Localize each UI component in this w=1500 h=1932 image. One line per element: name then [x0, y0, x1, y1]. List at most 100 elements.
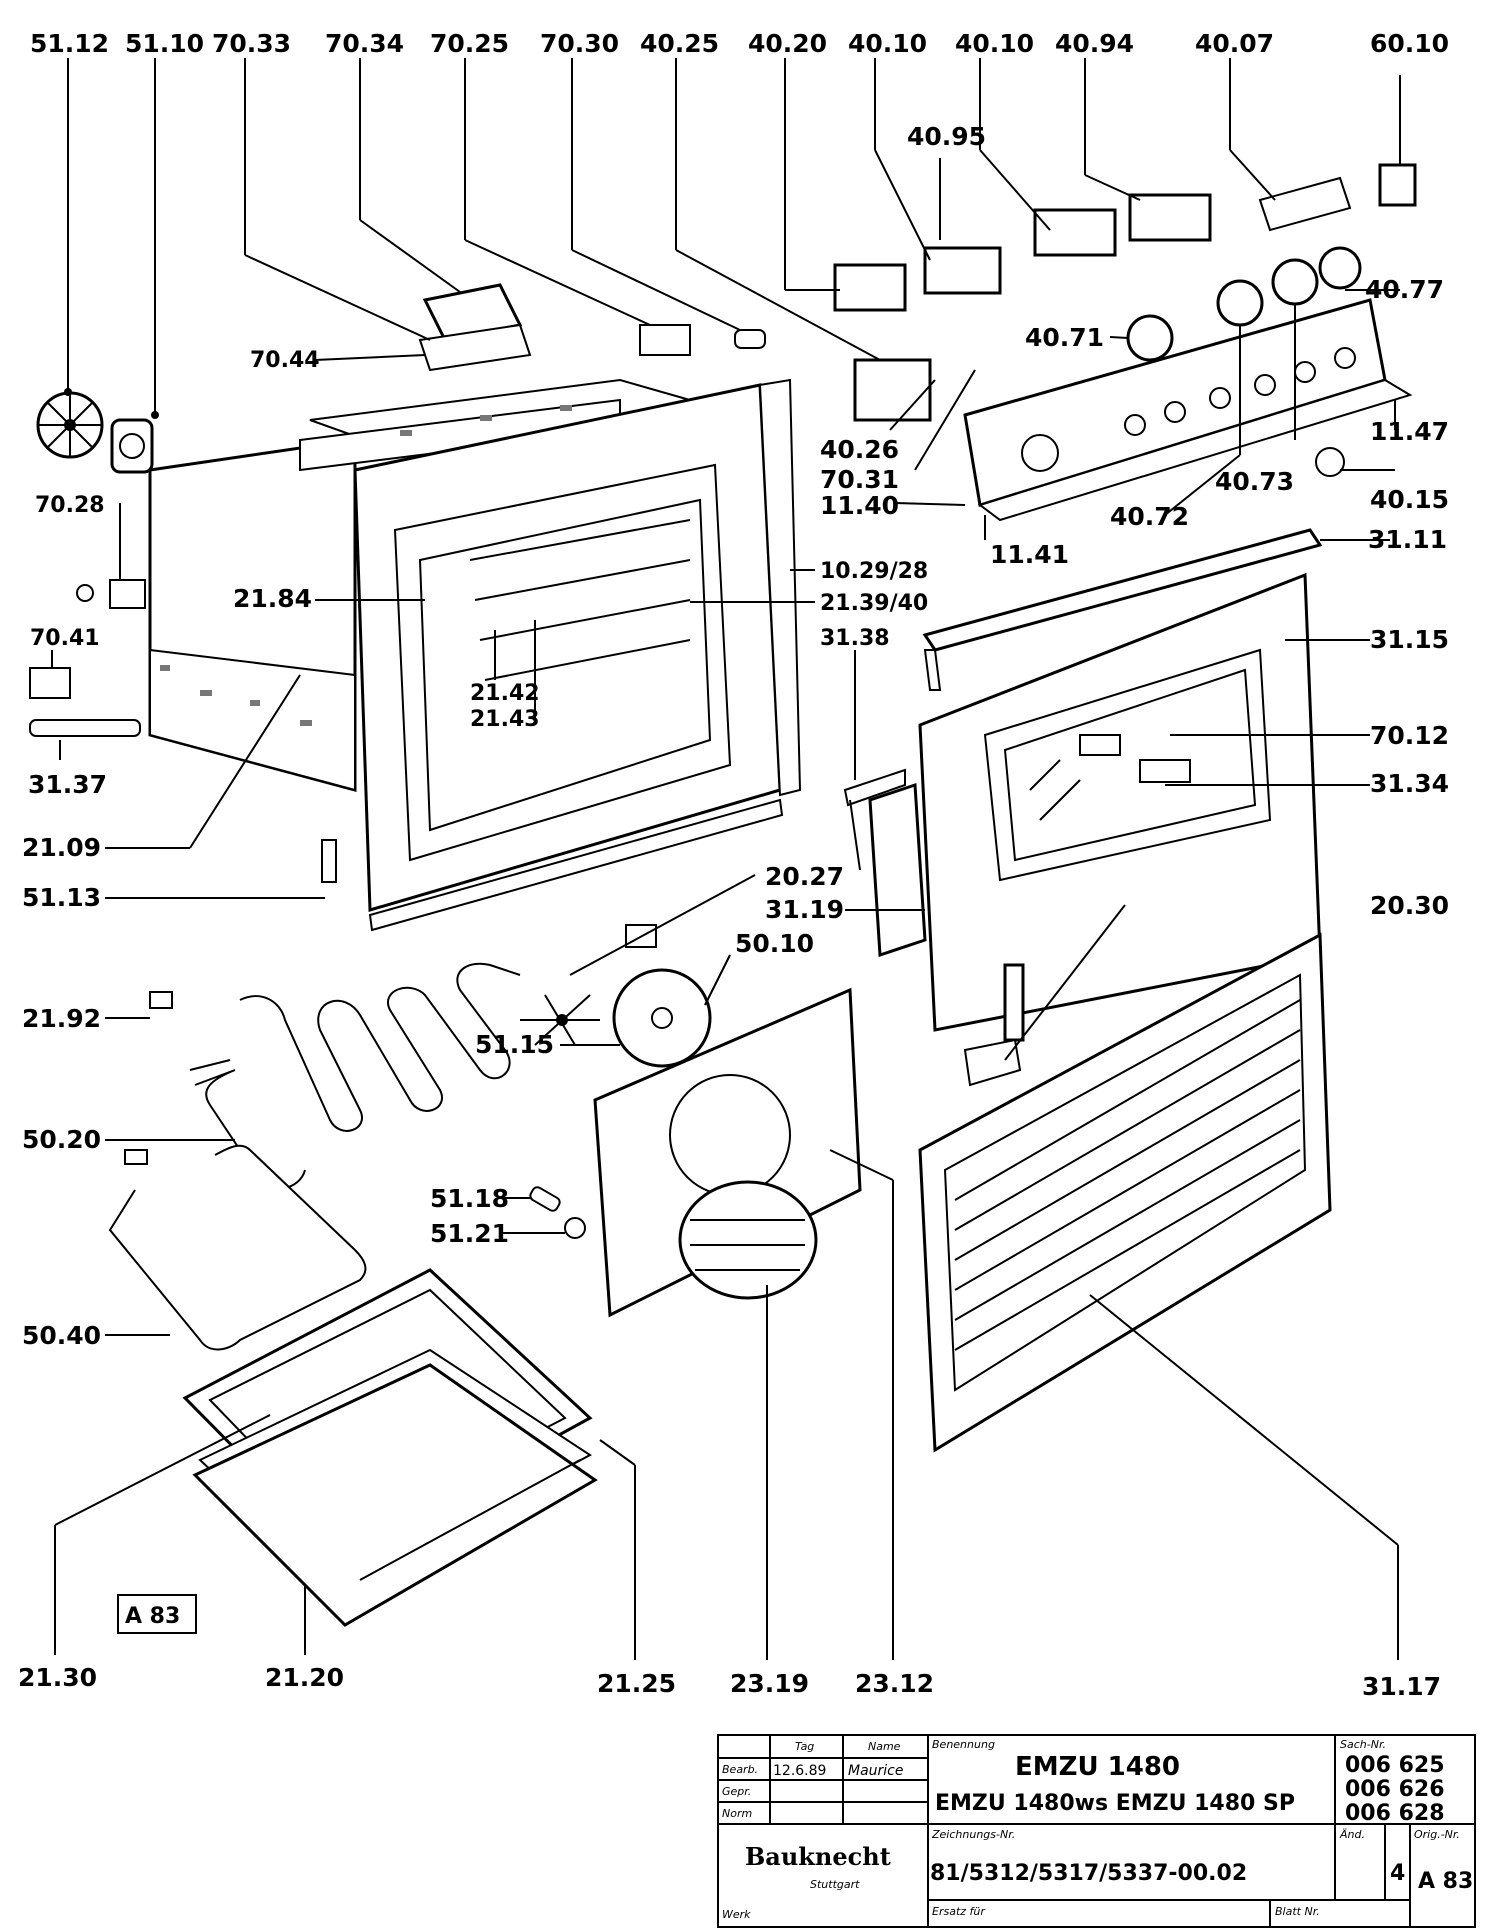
callout-21-43: 21.43	[470, 707, 540, 732]
callout-31-38: 31.38	[820, 626, 890, 651]
and-label: Änd.	[1339, 1828, 1365, 1841]
callout-31-19: 31.19	[765, 895, 844, 924]
and-value: 4	[1390, 1861, 1405, 1886]
oven-muffle-drawing	[353, 378, 802, 932]
callout-40-94: 40.94	[1055, 29, 1134, 58]
callout-50-40: 50.40	[22, 1321, 101, 1350]
callout-23-19: 23.19	[730, 1669, 809, 1698]
door-trim-drawing	[922, 528, 1323, 691]
company-city: Stuttgart	[810, 1878, 860, 1891]
fan-motor-drawing	[110, 418, 154, 474]
blatt-label: Blatt Nr.	[1275, 1905, 1320, 1918]
title-line-1: EMZU 1480	[1015, 1752, 1180, 1782]
callout-51-18: 51.18	[430, 1184, 509, 1213]
callout-31-11: 31.11	[1368, 525, 1447, 554]
callout-31-15: 31.15	[1370, 625, 1449, 654]
callout-51-13: 20.27	[765, 862, 844, 891]
callout-21-42: 21.42	[470, 681, 540, 706]
callout-50-10: 50.10	[735, 929, 814, 958]
shaft-parts-drawing	[529, 1186, 586, 1239]
callout-40-25: 40.25	[640, 29, 719, 58]
callout-11-41: 11.41	[990, 540, 1069, 569]
rear-fan-drawing	[520, 924, 712, 1068]
bearb-name: Maurice	[848, 1763, 904, 1779]
callout-70-28: 70.28	[35, 493, 105, 518]
thermostat-bracket-drawing	[418, 283, 766, 372]
rear-panel-drawing	[593, 987, 862, 1318]
callout-21-30: 21.30	[18, 1663, 97, 1692]
row-bearb-label: Bearb.	[722, 1763, 758, 1776]
callout-40-10-b: 40.10	[955, 29, 1034, 58]
callout-20-27: 51.13	[22, 883, 101, 912]
callout-70-33: 70.33	[212, 29, 291, 58]
oven-door-drawing	[918, 572, 1322, 1032]
callout-51-15: 51.15	[475, 1030, 554, 1059]
benennung-label: Benennung	[932, 1738, 995, 1751]
callout-70-34: 70.34	[325, 29, 404, 58]
callout-20-30: 20.30	[1370, 891, 1449, 920]
callout-31-17: 31.17	[1362, 1672, 1441, 1701]
callout-11-40: 11.40	[820, 491, 899, 520]
callout-40-95: 40.95	[907, 122, 986, 151]
hinge-drawing	[963, 963, 1025, 1087]
title-line-2: EMZU 1480ws EMZU 1480 SP	[935, 1791, 1295, 1816]
callout-40-20: 40.20	[748, 29, 827, 58]
callout-21-20: 21.20	[265, 1663, 344, 1692]
callout-70-41: 70.41	[30, 626, 100, 651]
zeichnung-label: Zeichnungs-Nr.	[931, 1828, 1015, 1841]
stamp-box: A 83	[117, 1594, 197, 1634]
callout-21-09: 21.09	[22, 833, 101, 862]
callout-23-12: 23.12	[855, 1669, 934, 1698]
callout-40-72: 40.72	[1110, 502, 1189, 531]
werk-label: Werk	[722, 1908, 751, 1921]
bearb-date: 12.6.89	[773, 1763, 826, 1779]
title-block: Tag Name Bearb. Gepr. Norm 12.6.89 Mauri…	[717, 1734, 1476, 1928]
callout-21-92: 21.92	[22, 1004, 101, 1033]
knobs-drawing	[1126, 246, 1362, 477]
inner-glass-drawing	[843, 768, 927, 958]
sach-nr-3: 006 628	[1345, 1801, 1445, 1826]
drawing-number: 81/5312/5317/5337-00.02	[930, 1861, 1247, 1886]
col-name-header: Name	[868, 1740, 901, 1753]
sach-nr-2: 006 626	[1345, 1777, 1445, 1802]
callout-labels: 51.12 51.10 70.33 70.34 70.25 70.30 40.2…	[18, 29, 1449, 1701]
callout-51-21: 51.21	[430, 1219, 509, 1248]
sach-nr-1: 006 625	[1345, 1753, 1445, 1778]
callout-70-25: 70.25	[430, 29, 509, 58]
callout-70-31: 70.31	[820, 465, 899, 494]
callout-21-39-40: 21.39/40	[820, 591, 928, 616]
callout-40-10-a: 40.10	[848, 29, 927, 58]
callout-70-30: 70.30	[540, 29, 619, 58]
col-tag-header: Tag	[795, 1740, 814, 1753]
callout-40-26: 40.26	[820, 435, 899, 464]
heating-element-bottom-drawing	[108, 1144, 367, 1351]
callout-31-34: 31.34	[1370, 769, 1449, 798]
small-parts-left-drawing	[29, 579, 337, 1009]
callout-10-29-28: 10.29/28	[820, 559, 928, 584]
callout-60-10: 60.10	[1370, 29, 1449, 58]
callout-40-71: 40.71	[1025, 323, 1104, 352]
row-gepr-label: Gepr.	[722, 1785, 751, 1798]
baking-trays-drawing	[182, 1268, 598, 1627]
callout-31-37: 70.12	[1370, 721, 1449, 750]
sach-nr-label: Sach-Nr.	[1340, 1738, 1386, 1751]
callout-11-47: 11.47	[1370, 417, 1449, 446]
switches-drawing	[833, 163, 1417, 422]
callout-21-25: 21.25	[597, 1669, 676, 1698]
convection-fan-drawing	[36, 391, 104, 459]
callout-40-07: 40.07	[1195, 29, 1274, 58]
callout-40-15: 40.15	[1370, 485, 1449, 514]
callout-50-20: 50.20	[22, 1125, 101, 1154]
heating-element-top-drawing	[189, 962, 521, 1190]
callout-51-10: 51.10	[125, 29, 204, 58]
callout-70-12: 31.37	[28, 770, 107, 799]
stamp-label: A 83	[125, 1604, 180, 1629]
orig-label: Orig.-Nr.	[1414, 1828, 1460, 1841]
ersatz-label: Ersatz für	[932, 1905, 986, 1918]
row-norm-label: Norm	[722, 1807, 752, 1820]
leader-lines	[51, 58, 1401, 1660]
callout-51-12: 51.12	[30, 29, 109, 58]
orig-value: A 83	[1418, 1869, 1473, 1894]
callout-21-84: 21.84	[233, 584, 312, 613]
